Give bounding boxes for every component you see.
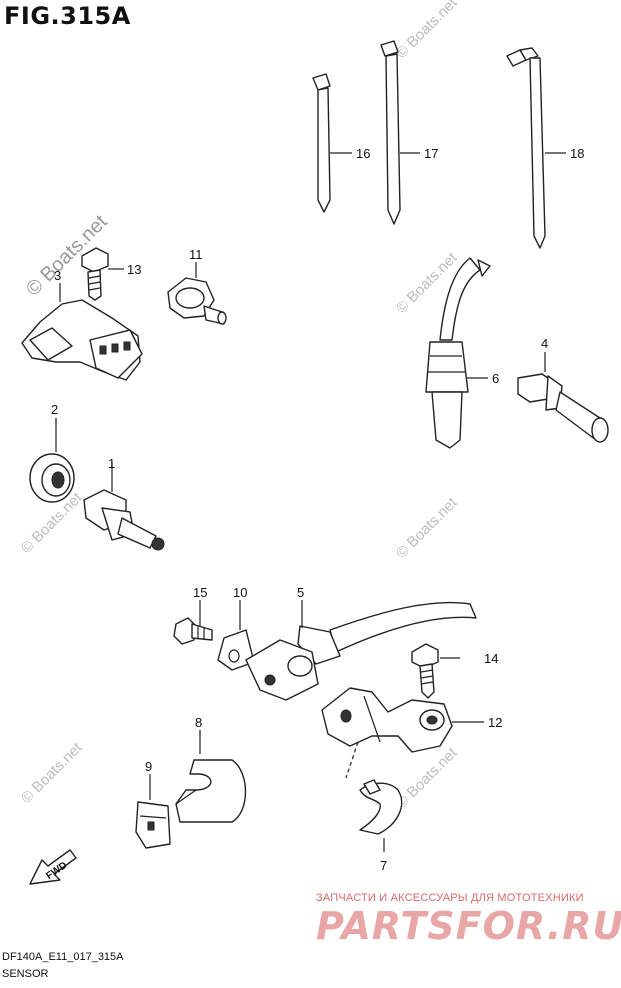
bracket-10 [217, 600, 255, 671]
callout-4: 4 [541, 336, 548, 351]
callout-9: 9 [145, 759, 152, 774]
callout-10: 10 [233, 585, 247, 600]
shop-logo-watermark: PARTSFOR.RU [316, 904, 621, 948]
bracket-12 [321, 687, 484, 779]
grommet-2 [29, 418, 75, 503]
clip-9 [135, 774, 171, 849]
shop-tagline-watermark: ЗАПЧАСТИ И АКСЕССУАРЫ ДЛЯ МОТОТЕХНИКИ [316, 892, 584, 904]
bolt-13 [81, 247, 124, 301]
fwd-arrow-icon: FWD [29, 849, 77, 885]
callout-15: 15 [193, 585, 207, 600]
callout-17: 17 [424, 146, 438, 161]
bolt-15 [173, 600, 213, 645]
callout-11: 11 [189, 247, 203, 262]
figure-code: DF140A_E11_017_315A [2, 951, 124, 963]
figure-title: FIG.315A [4, 2, 131, 30]
callout-2: 2 [51, 402, 58, 417]
bolt-14 [411, 643, 460, 699]
cable-tie-17 [380, 40, 420, 225]
cable-tie-16 [312, 73, 352, 213]
callout-6: 6 [492, 371, 499, 386]
sensor-1 [83, 462, 165, 551]
sensor-6 [425, 257, 491, 449]
callout-13: 13 [127, 262, 141, 277]
callout-5: 5 [297, 585, 304, 600]
figure-name: SENSOR [2, 968, 49, 980]
callout-14: 14 [484, 651, 498, 666]
callout-12: 12 [488, 715, 502, 730]
cable-tie-18 [506, 47, 566, 249]
sensor-11 [167, 262, 227, 325]
callout-18: 18 [570, 146, 584, 161]
callout-7: 7 [380, 858, 387, 873]
callout-16: 16 [356, 146, 370, 161]
sensor-5 [245, 600, 477, 701]
callout-8: 8 [195, 715, 202, 730]
callout-3: 3 [54, 268, 61, 283]
clamp-8 [175, 730, 247, 823]
map-sensor-3 [21, 283, 143, 381]
callout-1: 1 [108, 456, 115, 471]
clamp-7 [359, 779, 403, 852]
sensor-4 [517, 352, 609, 443]
